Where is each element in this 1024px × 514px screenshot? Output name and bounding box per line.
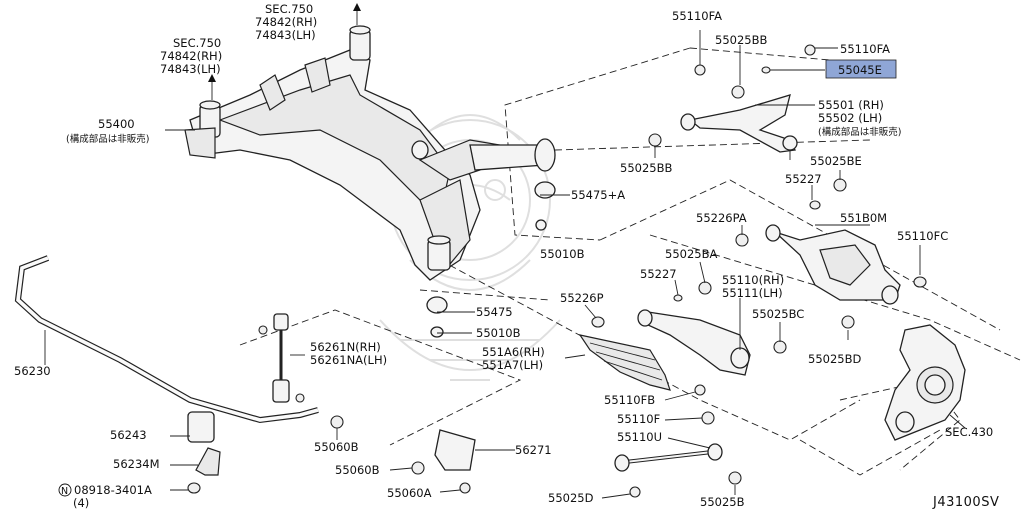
label-sec430: SEC.430 xyxy=(945,425,993,439)
label-74842-left: 74842(RH) xyxy=(160,49,222,63)
label-74843-top: 74843(LH) xyxy=(255,28,316,42)
label-55110u: 55110U xyxy=(617,430,662,444)
label-55110f: 55110F xyxy=(617,412,660,426)
label-55025bb-b: 55025BB xyxy=(620,161,672,175)
lower-link xyxy=(591,281,787,376)
highlight-box xyxy=(825,59,897,79)
label-55025d: 55025D xyxy=(548,491,594,505)
link-cover xyxy=(578,334,706,396)
label-55110fb: 55110FB xyxy=(604,393,655,407)
mount-arrows xyxy=(208,3,361,100)
label-55060a: 55060A xyxy=(387,486,432,500)
label-55110fa-a: 55110FA xyxy=(672,9,722,23)
label-55226p: 55226P xyxy=(560,291,604,305)
label-note-right: (構成部品は非販売) xyxy=(818,126,901,138)
label-55475: 55475 xyxy=(476,305,513,319)
label-55110: 55110(RH) xyxy=(722,273,784,287)
n-marker-icon xyxy=(58,483,72,497)
label-55060b-b: 55060B xyxy=(335,463,380,477)
label-551a6: 551A6(RH) xyxy=(482,345,545,359)
label-sec750-left: SEC.750 xyxy=(173,36,221,50)
label-55025ba: 55025BA xyxy=(665,247,717,261)
label-note-left: (構成部品は非販売) xyxy=(66,133,149,145)
label-74842-top: 74842(RH) xyxy=(255,15,317,29)
label-55111: 55111(LH) xyxy=(722,286,783,300)
label-08918-qty: (4) xyxy=(73,496,89,510)
stabilizer-link xyxy=(258,313,344,429)
stabilizer-bar xyxy=(14,255,319,494)
label-55502: 55502 (LH) xyxy=(818,111,882,125)
label-n-prefix: N xyxy=(61,486,68,497)
label-56261na: 56261NA(LH) xyxy=(310,353,387,367)
label-56261n: 56261N(RH) xyxy=(310,340,381,354)
part-labels: SEC.750 74842(RH) 74843(LH) SEC.750 7484… xyxy=(14,2,999,510)
upper-link xyxy=(648,44,816,160)
label-55045e: 55045E xyxy=(838,63,882,77)
label-sec750-top: SEC.750 xyxy=(265,2,313,16)
label-55226pa: 55226PA xyxy=(696,211,747,225)
label-55227-a: 55227 xyxy=(640,267,677,281)
toe-link xyxy=(614,411,742,498)
label-55025bc: 55025BC xyxy=(752,307,804,321)
label-55227-b: 55227 xyxy=(785,172,822,186)
label-56243: 56243 xyxy=(110,428,147,442)
label-55025bd: 55025BD xyxy=(808,352,861,366)
label-55475a: 55475+A xyxy=(571,188,625,202)
rear-suspension-member xyxy=(184,25,556,281)
label-56230: 56230 xyxy=(14,364,51,378)
bushings xyxy=(426,181,556,338)
label-55025be: 55025BE xyxy=(810,154,862,168)
label-55501: 55501 (RH) xyxy=(818,98,884,112)
label-55025bb-a: 55025BB xyxy=(715,33,767,47)
label-55025b: 55025B xyxy=(700,495,745,509)
label-56271: 56271 xyxy=(515,443,552,457)
label-74843-left: 74843(LH) xyxy=(160,62,221,76)
diagram-code: J43100SV xyxy=(932,495,999,510)
label-55010b-b: 55010B xyxy=(476,326,521,340)
leader-lines xyxy=(44,30,966,499)
label-55400: 55400 xyxy=(98,117,135,131)
label-551a7: 551A7(LH) xyxy=(482,358,543,372)
label-55060b-a: 55060B xyxy=(314,440,359,454)
label-56234m: 56234M xyxy=(113,457,160,471)
label-55010b-a: 55010B xyxy=(540,247,585,261)
stabilizer-bracket xyxy=(411,429,476,494)
label-55110fa-b: 55110FA xyxy=(840,42,890,56)
lower-arm xyxy=(735,178,927,329)
label-551b0m: 551B0M xyxy=(840,211,887,225)
label-55110fc: 55110FC xyxy=(897,229,948,243)
rear-knuckle xyxy=(884,324,966,441)
label-08918: 08918-3401A xyxy=(74,483,152,497)
